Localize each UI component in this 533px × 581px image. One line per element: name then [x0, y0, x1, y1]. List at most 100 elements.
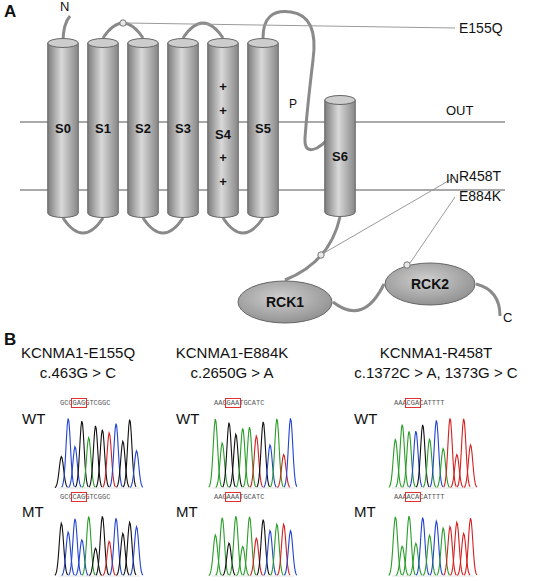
variant-title: KCNMA1-E884K	[157, 344, 307, 361]
loop-label: P	[289, 98, 297, 112]
trace-baseline	[212, 576, 294, 577]
panel-letter: A	[4, 2, 16, 22]
chromatogram-peak	[62, 419, 75, 488]
helix-segment: S6	[324, 95, 356, 217]
side-label: OUT	[446, 104, 473, 119]
domain-ellipse	[238, 281, 332, 323]
cylinder-top	[128, 39, 159, 48]
chromatogram-peak	[284, 531, 297, 576]
highlight-box	[225, 492, 241, 502]
sequence-text: GCCGAGGTCGGC	[60, 399, 110, 407]
chromatogram-peak	[270, 419, 283, 487]
trace-baseline	[212, 488, 294, 489]
cylinder-body	[48, 43, 79, 218]
sequence-text: AAGAAATGCATC	[214, 493, 264, 501]
variant-title: KCNMA1-E155Q	[3, 344, 153, 361]
sequence-text: AAAACACATTTT	[394, 493, 444, 501]
chromatogram-peak	[82, 517, 95, 576]
variant-notation: c.463G > C	[3, 364, 153, 381]
leader-line	[324, 177, 455, 253]
trace-baseline	[58, 488, 140, 489]
segment-label: S5	[255, 122, 271, 135]
chromatogram-peak	[123, 420, 136, 488]
helix-segment: S5	[247, 38, 279, 218]
helix-segment: S3	[167, 38, 199, 218]
side-label: IN	[446, 172, 459, 187]
chromatogram-peak	[257, 422, 270, 487]
segment-label: RCK2	[411, 277, 449, 291]
genotype-label: MT	[176, 503, 198, 520]
chromatogram-peak	[464, 518, 477, 575]
rck-domain: RCK1	[237, 280, 333, 324]
leader-line	[126, 23, 455, 28]
chromatogram-peak	[110, 518, 123, 575]
trace-baseline	[392, 576, 474, 577]
highlight-box	[405, 398, 421, 408]
loop-connector	[63, 218, 103, 233]
chromatogram-peak	[416, 518, 429, 576]
chromatogram-peak	[216, 518, 229, 576]
chromatogram-peak	[430, 420, 443, 487]
chromatogram-peak	[444, 418, 457, 487]
genotype-label: MT	[22, 503, 44, 520]
panel-letter: B	[4, 330, 16, 350]
chromatogram-peak	[229, 516, 242, 575]
segment-label: S6	[332, 150, 348, 163]
loop-connector	[333, 284, 384, 311]
variant-notation: c.2650G > A	[157, 364, 307, 381]
chromatogram-peak	[284, 418, 297, 487]
cylinder-body	[248, 43, 279, 218]
cylinder-top	[168, 39, 199, 48]
segment-label: S1	[95, 122, 111, 135]
mutation-label: E155Q	[459, 20, 503, 36]
segment-label: S0	[55, 122, 71, 135]
chromatogram-peak	[69, 519, 82, 575]
helix-segment: S1	[87, 38, 119, 218]
domain-ellipse	[385, 263, 475, 305]
chromatogram-peak	[130, 527, 143, 576]
sequence-text: GCCCAGGTCGGC	[60, 493, 110, 501]
cylinder-body	[128, 43, 159, 218]
cylinder-body	[168, 43, 199, 218]
segment-label: +	[219, 104, 227, 117]
chromatogram-peak	[243, 517, 256, 575]
highlight-box	[71, 492, 87, 502]
chromatogram-peak	[464, 445, 477, 488]
terminus-label: C	[503, 311, 512, 326]
highlight-box	[405, 492, 421, 502]
mutation-marker	[404, 262, 410, 268]
segment-label: S2	[135, 122, 151, 135]
cylinder-top	[325, 96, 356, 105]
segment-label: +	[219, 175, 227, 188]
genotype-label: WT	[22, 410, 45, 427]
helix-segment: ++S4++	[207, 38, 239, 218]
trace-baseline	[392, 488, 474, 489]
cylinder-top	[248, 39, 279, 48]
chromatogram-peak	[96, 516, 109, 575]
mutation-label: R458T	[459, 168, 501, 184]
segment-label: RCK1	[266, 295, 304, 309]
cylinder-body	[208, 43, 239, 218]
sequence-text: AAACGACATTTT	[394, 399, 444, 407]
chromatogram-peak	[75, 421, 88, 487]
terminus-label: N	[60, 0, 69, 15]
chromatogram-peak	[130, 451, 143, 488]
cylinder-body	[325, 100, 356, 217]
chromatogram-peak	[403, 516, 416, 575]
mutation-label: E884K	[459, 188, 501, 204]
loop-connector	[223, 218, 263, 233]
mutation-marker	[120, 20, 126, 26]
genotype-label: WT	[176, 410, 199, 427]
cylinder-body	[88, 43, 119, 218]
segment-label: S4	[215, 128, 231, 141]
leader-line	[410, 197, 455, 263]
segment-label: +	[219, 151, 227, 164]
genotype-label: WT	[354, 410, 377, 427]
cylinder-top	[48, 39, 79, 48]
highlight-box	[71, 398, 87, 408]
cylinder-top	[88, 39, 119, 48]
helix-segment: S0	[47, 38, 79, 218]
highlight-box	[225, 398, 241, 408]
chromatogram-peak	[209, 419, 222, 487]
